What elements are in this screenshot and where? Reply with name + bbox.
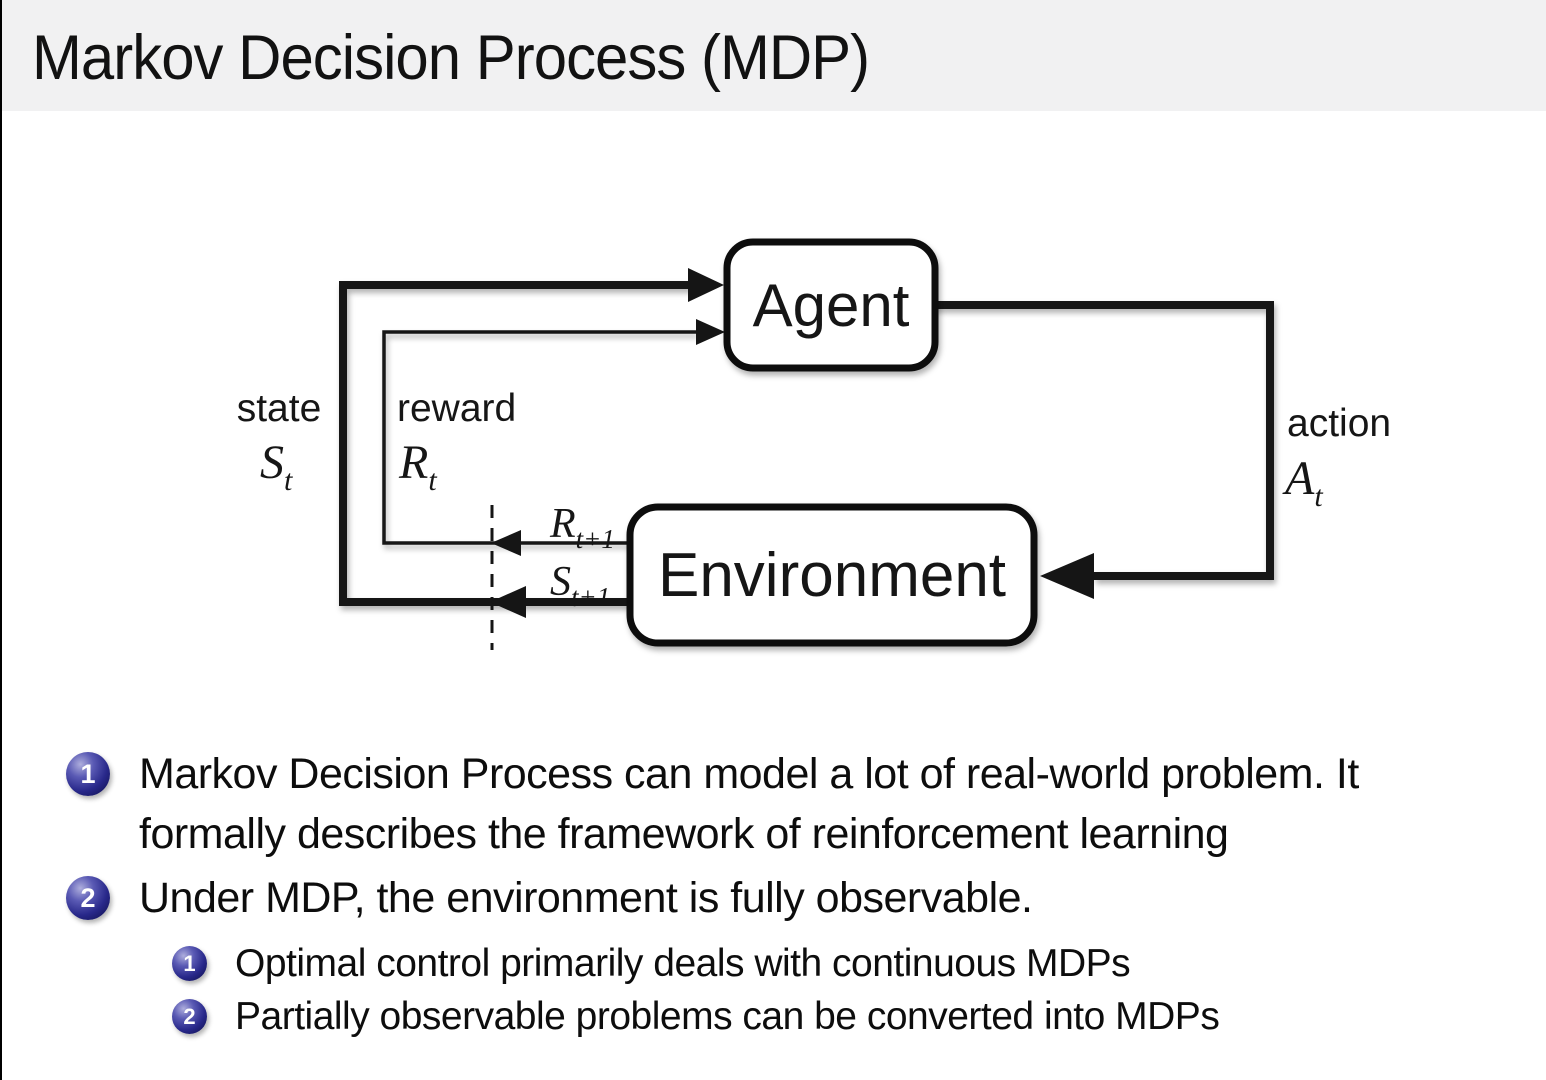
list-subitem: Optimal control primarily deals with con… [235, 942, 1131, 985]
item-1-line-1: Markov Decision Process can model a lot … [139, 750, 1359, 798]
slide-header: Markov Decision Process (MDP) [2, 0, 1546, 111]
item-1-number: 1 [80, 758, 96, 789]
slide-title: Markov Decision Process (MDP) [32, 23, 870, 93]
mdp-diagram: Agent Environment state reward action St… [237, 238, 1391, 650]
agent-label: Agent [753, 272, 910, 339]
subitem-2-number: 2 [183, 1003, 196, 1029]
item-2-number-badge: 2 [66, 876, 110, 920]
subitem-1-number-badge: 1 [172, 946, 207, 981]
environment-label: Environment [658, 541, 1006, 610]
state-label: state [237, 387, 322, 430]
reward-symbol: Rt [398, 436, 437, 497]
list-item: Under MDP, the environment is fully obse… [139, 868, 1033, 928]
item-2-line-1: Under MDP, the environment is fully obse… [139, 874, 1033, 922]
action-arrowhead-icon [1040, 553, 1094, 599]
reward-arrowhead-icon [696, 319, 725, 345]
next-reward-arrowhead-icon [491, 530, 521, 556]
item-2-number: 2 [80, 882, 96, 913]
state-symbol: St [260, 436, 293, 497]
next-state-symbol: St+1 [550, 559, 610, 612]
next-state-arrowhead-icon [490, 586, 526, 618]
action-line [932, 301, 1274, 580]
list-subitem: Partially observable problems can be con… [235, 995, 1220, 1038]
next-reward-symbol: Rt+1 [549, 501, 615, 554]
subitem-2-number-badge: 2 [172, 999, 207, 1034]
item-1-line-2: formally describes the framework of rein… [139, 810, 1229, 858]
subitem-1-number: 1 [183, 950, 196, 976]
reward-label: reward [397, 387, 516, 430]
state-loop-line [339, 281, 690, 606]
list-item: Markov Decision Process can model a lot … [139, 744, 1359, 864]
state-arrowhead-icon [688, 268, 724, 302]
item-1-number-badge: 1 [66, 752, 110, 796]
action-symbol: At [1282, 452, 1323, 513]
agent-box [723, 238, 939, 372]
environment-box [626, 503, 1038, 647]
action-label: action [1287, 402, 1391, 445]
